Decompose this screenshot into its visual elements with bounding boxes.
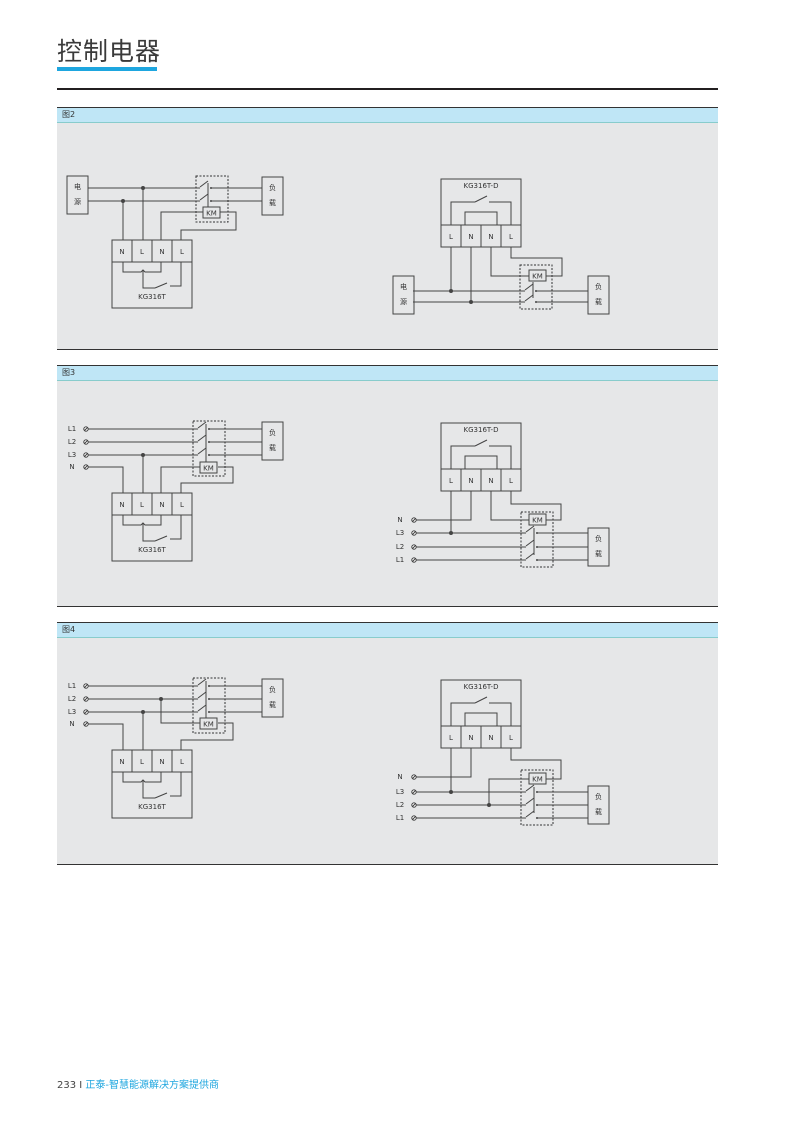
footer-brand: 正泰-智慧能源解决方案提供商: [85, 1080, 220, 1091]
figure-2-label: 图2: [62, 110, 76, 119]
page-number: 233: [57, 1080, 77, 1091]
figure-2-panel: [57, 123, 718, 350]
figure-3-label: 图3: [62, 368, 76, 377]
figure-2-header: 图2: [57, 107, 718, 123]
footer-separator: I: [79, 1080, 83, 1091]
page-title: 控制电器: [57, 37, 162, 66]
figure-4-label: 图4: [62, 625, 76, 634]
figure-4-panel: [57, 638, 718, 865]
figure-3-panel: [57, 381, 718, 607]
figure-3-header: 图3: [57, 365, 718, 381]
figure-4-header: 图4: [57, 622, 718, 638]
title-underline: [57, 67, 157, 71]
page-footer: 233 I 正泰-智慧能源解决方案提供商: [57, 1076, 219, 1091]
header-divider: [57, 88, 718, 90]
